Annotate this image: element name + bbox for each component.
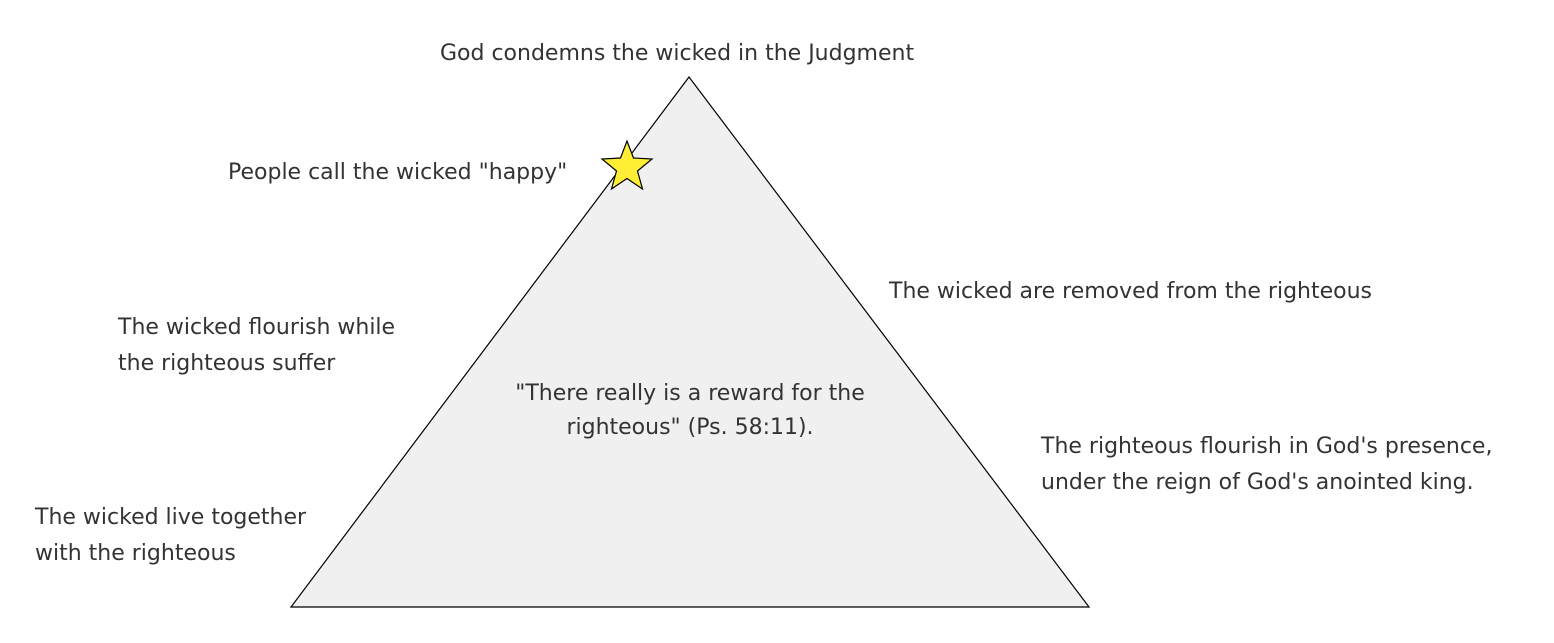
star-icon xyxy=(600,139,654,191)
label-flourish-line2: the righteous suffer xyxy=(118,351,336,376)
label-together-line2: with the righteous xyxy=(35,541,236,566)
center-quote: "There really is a reward for the righte… xyxy=(490,377,890,445)
label-together-line1: The wicked live together xyxy=(35,505,307,530)
label-removed: The wicked are removed from the righteou… xyxy=(889,279,1373,304)
label-presence-line2: under the reign of God's anointed king. xyxy=(1041,470,1474,495)
top-label: God condemns the wicked in the Judgment xyxy=(440,41,915,66)
center-quote-line1: "There really is a reward for the xyxy=(515,381,865,406)
label-presence: The righteous flourish in God's presence… xyxy=(1041,429,1492,501)
label-together: The wicked live together with the righte… xyxy=(35,500,306,572)
center-quote-line2: righteous" (Ps. 58:11). xyxy=(566,415,814,440)
label-flourish-line1: The wicked flourish while xyxy=(118,315,396,340)
pyramid-triangle xyxy=(289,76,1091,608)
label-flourish: The wicked flourish while the righteous … xyxy=(118,310,395,382)
label-presence-line1: The righteous flourish in God's presence… xyxy=(1041,434,1493,459)
label-happy: People call the wicked "happy" xyxy=(228,160,568,185)
